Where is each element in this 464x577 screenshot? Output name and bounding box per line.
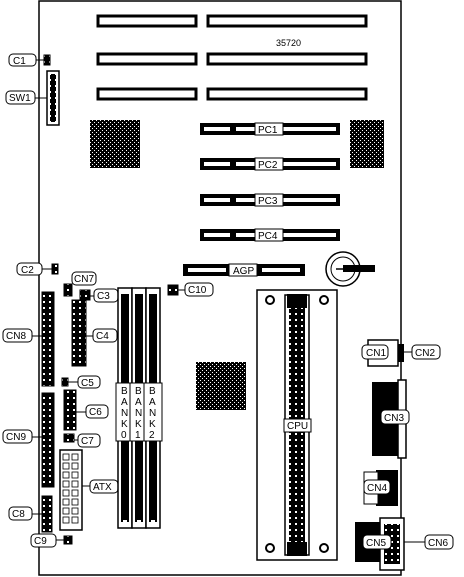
atx-power-connector: ATX [59,449,119,531]
c7-jumper: C7 [63,433,101,448]
cn1-connector: CN1 CN2 [361,339,441,367]
c7-label: C7 [81,436,94,447]
cn5-label: CN5 [366,538,386,549]
battery [325,251,375,287]
chip-left [90,120,140,168]
cn8-label: CN8 [6,331,26,342]
cn4-label: CN4 [367,483,387,494]
pc4-label: PC4 [258,231,278,242]
agp-label: AGP [233,266,254,277]
c9-label: C9 [34,536,47,547]
bank0-char-3: K [121,419,128,430]
c2-label: C2 [21,265,34,276]
cn4-connector: CN4 [363,470,398,506]
bank2-char-3: K [149,419,156,430]
bank1-char-1: A [135,397,142,408]
cn7-connector: CN7 [63,271,97,297]
cn5-connector: CN5 CN6 [355,517,454,571]
pci-slot-3: PC3 [200,193,340,207]
c8-header: C8 [8,495,53,533]
c5-jumper: C5 [61,375,101,389]
cn3-connector: CN3 [372,379,410,459]
cn8-connector: CN8 [2,291,55,387]
dimm-bank-2: B A N K 2 [143,287,163,529]
bank2-char-1: A [149,397,156,408]
pc1-label: PC1 [258,125,278,136]
cn9-connector: CN9 [2,392,55,488]
bank2-char-0: B [149,386,156,397]
agp-slot: AGP [183,263,305,277]
bank1-char-0: B [135,386,142,397]
cn2-label: CN2 [415,348,435,359]
bank2-char-4: 2 [149,430,155,441]
cpu-label: CPU [287,421,308,432]
c9-jumper: C9 [30,533,73,548]
chip-right [350,120,384,168]
c6-header: C6 [63,389,109,431]
pci-slot-2: PC2 [200,157,340,171]
bank0-char-4: 0 [121,430,127,441]
cn1-label: CN1 [366,348,386,359]
sw1-label: SW1 [9,93,31,104]
cn6-label: CN6 [428,538,448,549]
cn7-label: CN7 [74,274,94,285]
cn3-label: CN3 [384,413,404,424]
atx-label: ATX [93,482,112,493]
bank1-char-2: N [135,408,142,419]
c5-label: C5 [81,378,94,389]
bank1-char-4: 1 [135,430,141,441]
bank1-char-3: K [135,419,142,430]
cn9-label: CN9 [6,432,26,443]
model-number: 35720 [276,38,301,48]
bank0-char-0: B [121,386,128,397]
pc3-label: PC3 [258,196,278,207]
sw1-dip-switch: SW1 [5,70,60,126]
pci-slot-4: PC4 [200,228,340,242]
c10-jumper: C10 [167,282,214,297]
c4-header: C4 [71,299,118,367]
c1-label: C1 [13,56,26,67]
bank0-char-2: N [121,408,128,419]
c2-jumper: C2 [16,262,59,276]
dimm-bank-0: B A N K 0 [115,287,135,529]
c3-label: C3 [97,291,110,302]
cpu-slot: CPU [256,289,338,561]
c8-label: C8 [12,509,25,520]
pci-slot-1: PC1 [200,122,340,136]
bank0-char-1: A [121,397,128,408]
c10-label: C10 [188,285,207,296]
c1-jumper: C1 [8,53,51,67]
pc2-label: PC2 [258,160,278,171]
isa-slots [96,14,368,101]
c6-label: C6 [89,407,102,418]
c4-label: C4 [96,331,109,342]
bank2-char-2: N [149,408,156,419]
chip-center [196,362,246,410]
